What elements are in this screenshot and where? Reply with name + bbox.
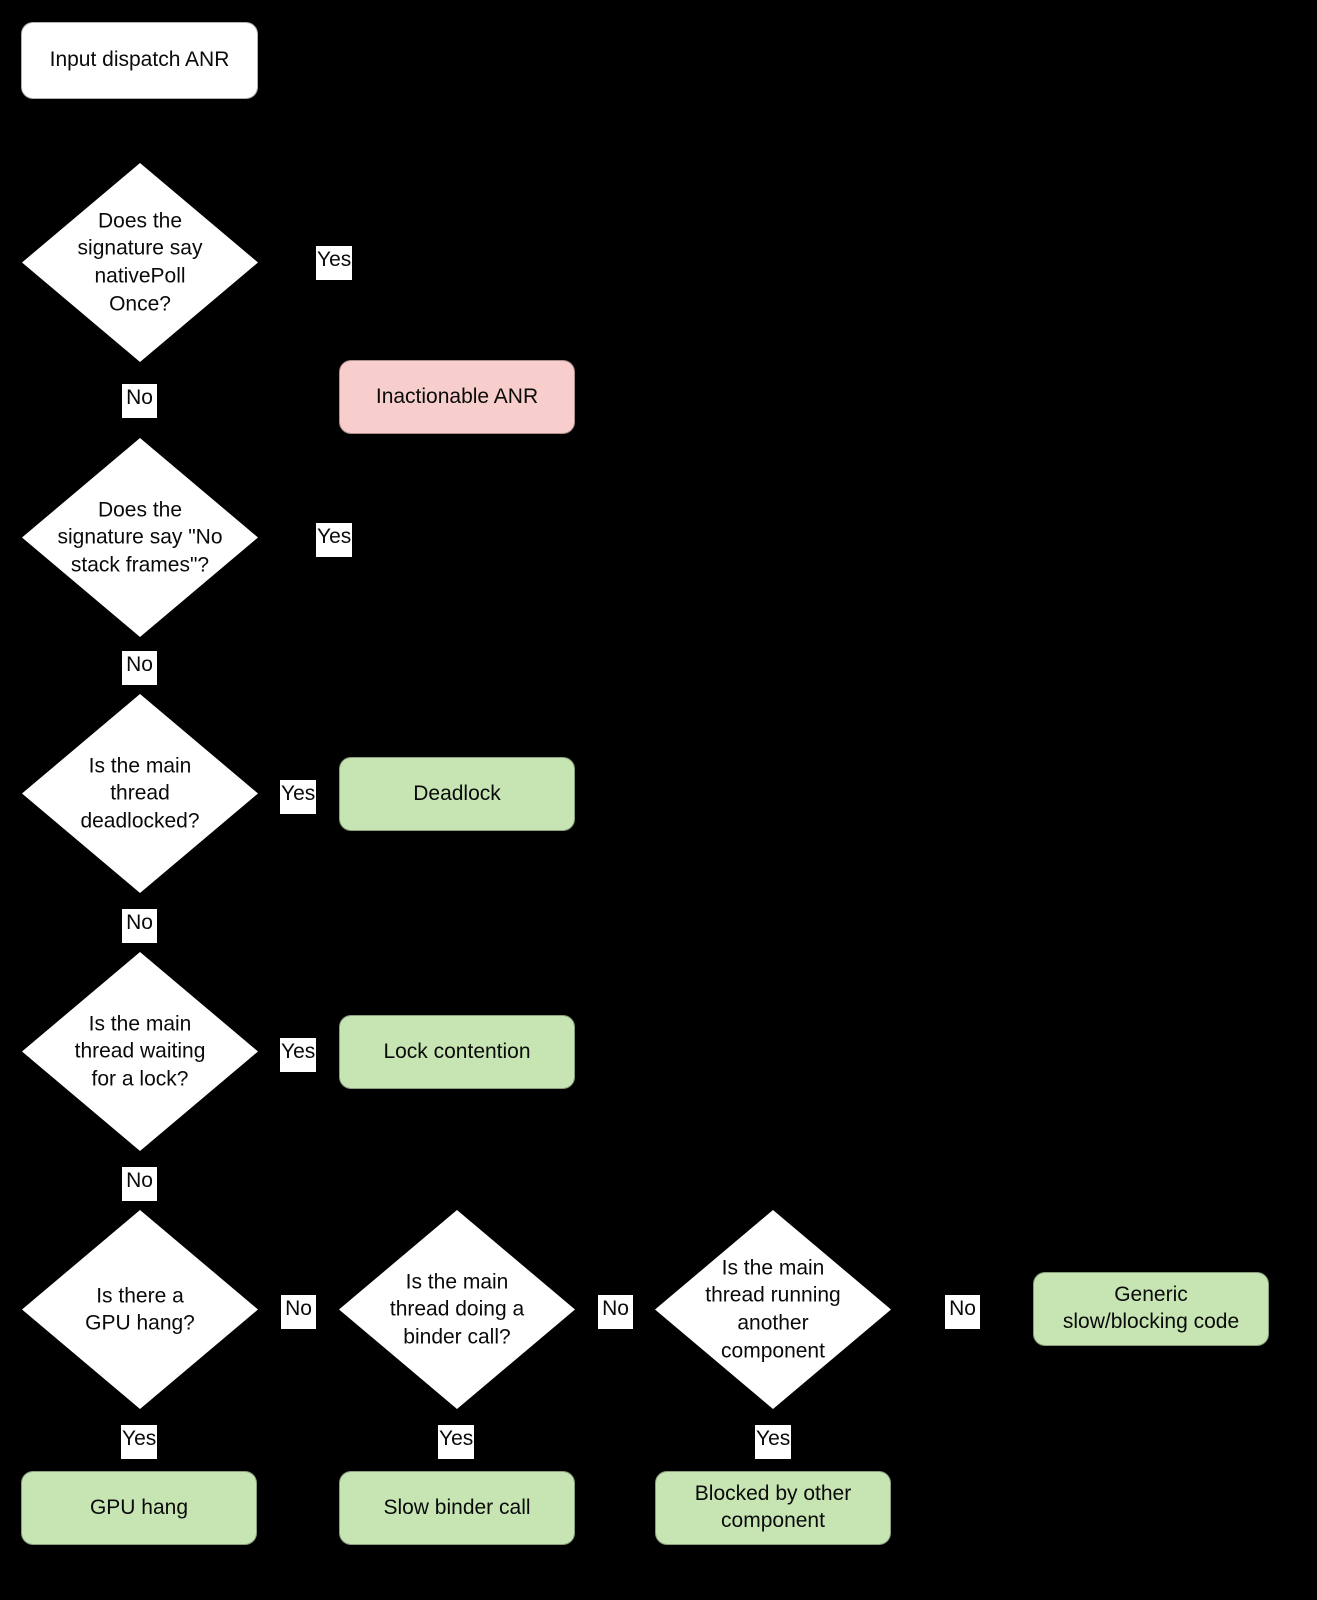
edge-q-nostackframes-yes [258, 537, 457, 539]
edge-label-text: No [126, 386, 153, 409]
edge-label-no-deadlocked: No [122, 909, 157, 943]
node-out-slow-binder-call[interactable]: Slow binder call [339, 1471, 575, 1545]
edge-label-text: No [126, 653, 153, 676]
edge-label-text: No [126, 1169, 153, 1192]
edge-label-yes-other-component: Yes [755, 1425, 791, 1459]
edge-q-nativepollonce-yes-down [456, 261, 458, 361]
edge-label-yes-waiting-lock: Yes [280, 1038, 316, 1072]
edge-q-nostackframes-yes-up [456, 433, 458, 539]
node-q-nativepollonce[interactable]: Does the signature say nativePoll Once? [22, 163, 258, 362]
node-out-inactionable-anr[interactable]: Inactionable ANR [339, 360, 575, 434]
node-out-blocked-by-other-component[interactable]: Blocked by other component [655, 1471, 891, 1545]
edge-label-text: Yes [317, 525, 352, 548]
node-label: Slow binder call [383, 1495, 531, 1519]
node-q-waiting-lock[interactable]: Is the main thread waiting for a lock? [22, 952, 258, 1151]
edge-label-no-binder-call: No [598, 1295, 633, 1329]
node-q-no-stack-frames[interactable]: Does the signature say "No stack frames"… [22, 438, 258, 637]
node-label: Inactionable ANR [375, 384, 539, 408]
edge-label-no-gpu-hang: No [281, 1295, 316, 1329]
edge-label-no-nativepollonce: No [122, 384, 157, 418]
node-out-gpu-hang[interactable]: GPU hang [21, 1471, 257, 1545]
edge-label-text: Yes [281, 1040, 316, 1063]
edge-label-yes-deadlocked: Yes [280, 780, 316, 814]
edge-label-no-no-stack-frames: No [122, 651, 157, 685]
node-q-deadlocked[interactable]: Is the main thread deadlocked? [22, 694, 258, 893]
node-out-lock-contention[interactable]: Lock contention [339, 1015, 575, 1089]
node-label: Lock contention [383, 1039, 531, 1063]
node-out-generic-slow-blocking-code[interactable]: Generic slow/blocking code [1033, 1272, 1269, 1346]
node-label: Input dispatch ANR [49, 48, 230, 72]
node-q-gpu-hang[interactable]: Is there a GPU hang? [22, 1210, 258, 1409]
node-out-deadlock[interactable]: Deadlock [339, 757, 575, 831]
edge-start-to-q-nativepollonce [139, 98, 141, 164]
node-label: GPU hang [89, 1495, 189, 1519]
edge-label-text: No [949, 1297, 976, 1320]
node-label: Deadlock [413, 781, 501, 805]
edge-label-text: Yes [756, 1427, 791, 1450]
edge-label-yes-binder-call: Yes [438, 1425, 474, 1459]
edge-label-text: Yes [122, 1427, 157, 1450]
diamond-shape [22, 438, 258, 637]
diamond-shape [339, 1210, 575, 1409]
node-input-dispatch-anr[interactable]: Input dispatch ANR [21, 22, 258, 99]
edge-label-yes-no-stack-frames: Yes [316, 523, 352, 557]
diamond-shape [22, 1210, 258, 1409]
edge-label-text: Yes [439, 1427, 474, 1450]
edge-label-text: No [126, 911, 153, 934]
diamond-shape [22, 952, 258, 1151]
edge-label-text: No [285, 1297, 312, 1320]
edge-label-no-other-component: No [945, 1295, 980, 1329]
diamond-shape [655, 1210, 891, 1409]
node-q-other-component[interactable]: Is the main thread running another compo… [655, 1210, 891, 1409]
edge-label-yes-gpu-hang: Yes [121, 1425, 157, 1459]
edge-label-yes-nativepollonce: Yes [316, 246, 352, 280]
diamond-shape [22, 694, 258, 893]
diamond-shape [22, 163, 258, 362]
edge-label-text: Yes [317, 248, 352, 271]
edge-q-nativepollonce-yes [258, 261, 457, 263]
edge-label-text: No [602, 1297, 629, 1320]
node-label: Blocked by other component [694, 1482, 852, 1532]
node-label: Generic slow/blocking code [1062, 1283, 1240, 1333]
edge-label-no-waiting-lock: No [122, 1167, 157, 1201]
node-q-binder-call[interactable]: Is the main thread doing a binder call? [339, 1210, 575, 1409]
edge-label-text: Yes [281, 782, 316, 805]
